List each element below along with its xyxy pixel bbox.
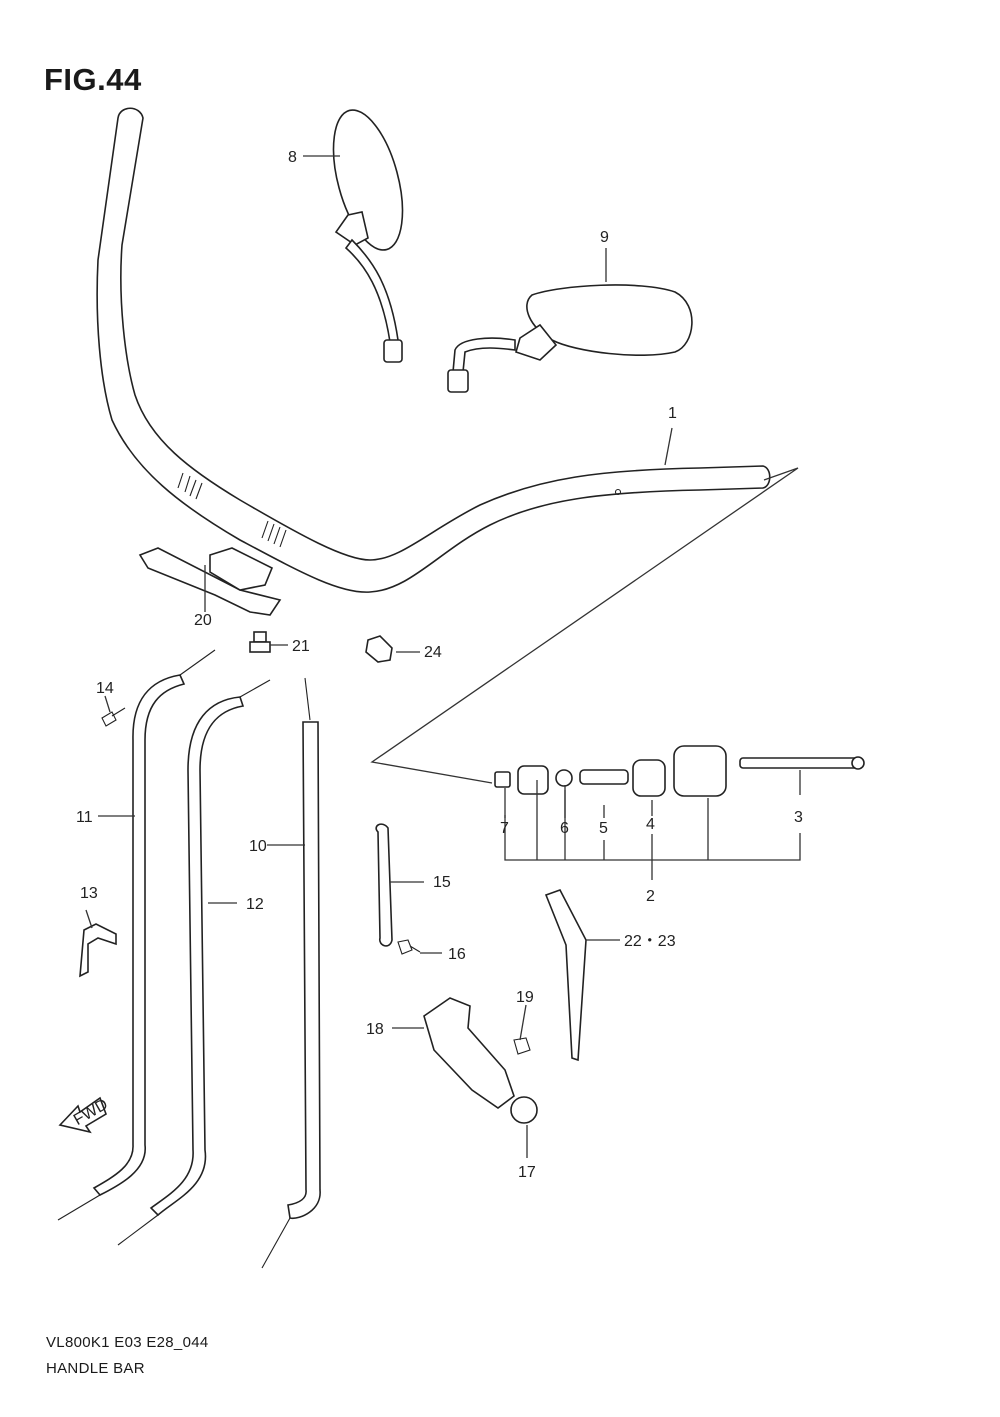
guide-15 bbox=[375, 823, 393, 947]
callout-labels: 1 2 3 4 5 6 7 8 9 10 11 12 13 14 15 16 1… bbox=[76, 149, 803, 1181]
drawing-name: HANDLE BAR bbox=[46, 1360, 145, 1377]
knob-17 bbox=[510, 1096, 538, 1124]
clamp bbox=[365, 635, 393, 663]
figure-title: FIG.44 bbox=[44, 62, 142, 97]
cable-tie bbox=[544, 889, 587, 1062]
callout-4: 4 bbox=[646, 816, 655, 833]
callout-8: 8 bbox=[288, 149, 297, 166]
callout-11: 11 bbox=[76, 809, 93, 826]
callout-7: 7 bbox=[500, 820, 509, 837]
callout-13: 13 bbox=[80, 885, 98, 902]
callout-9: 9 bbox=[600, 229, 609, 246]
callout-20: 20 bbox=[194, 612, 212, 629]
callout-2: 2 bbox=[646, 888, 655, 905]
mirror-left bbox=[332, 109, 404, 363]
callout-14: 14 bbox=[96, 680, 114, 697]
drawing-code: VL800K1 E03 E28_044 bbox=[46, 1334, 209, 1351]
bracket bbox=[138, 547, 282, 653]
callout-10: 10 bbox=[249, 838, 267, 855]
cables bbox=[57, 649, 321, 1269]
callout-24: 24 bbox=[424, 644, 442, 661]
callout-5: 5 bbox=[599, 820, 608, 837]
callout-17: 17 bbox=[518, 1164, 536, 1181]
callout-19: 19 bbox=[516, 989, 534, 1006]
callout-22-23: 22・23 bbox=[624, 933, 676, 950]
bracket-18 bbox=[423, 997, 515, 1109]
leader-lines bbox=[85, 155, 801, 1158]
callout-15: 15 bbox=[433, 874, 451, 891]
bolt-16 bbox=[397, 939, 421, 955]
bolt-14 bbox=[101, 707, 126, 727]
callout-3: 3 bbox=[794, 809, 803, 826]
callout-6: 6 bbox=[560, 820, 569, 837]
bar-end-assembly bbox=[494, 745, 865, 797]
forward-arrow-icon: FWD bbox=[58, 1096, 111, 1134]
callout-1: 1 bbox=[668, 405, 677, 422]
callout-16: 16 bbox=[448, 946, 466, 963]
mirror-right bbox=[447, 284, 693, 393]
bolt-19 bbox=[513, 1037, 531, 1055]
callout-18: 18 bbox=[366, 1021, 384, 1038]
callout-21: 21 bbox=[292, 638, 310, 655]
handlebar bbox=[96, 107, 771, 593]
bracket-13 bbox=[79, 923, 117, 978]
callout-12: 12 bbox=[246, 896, 264, 913]
